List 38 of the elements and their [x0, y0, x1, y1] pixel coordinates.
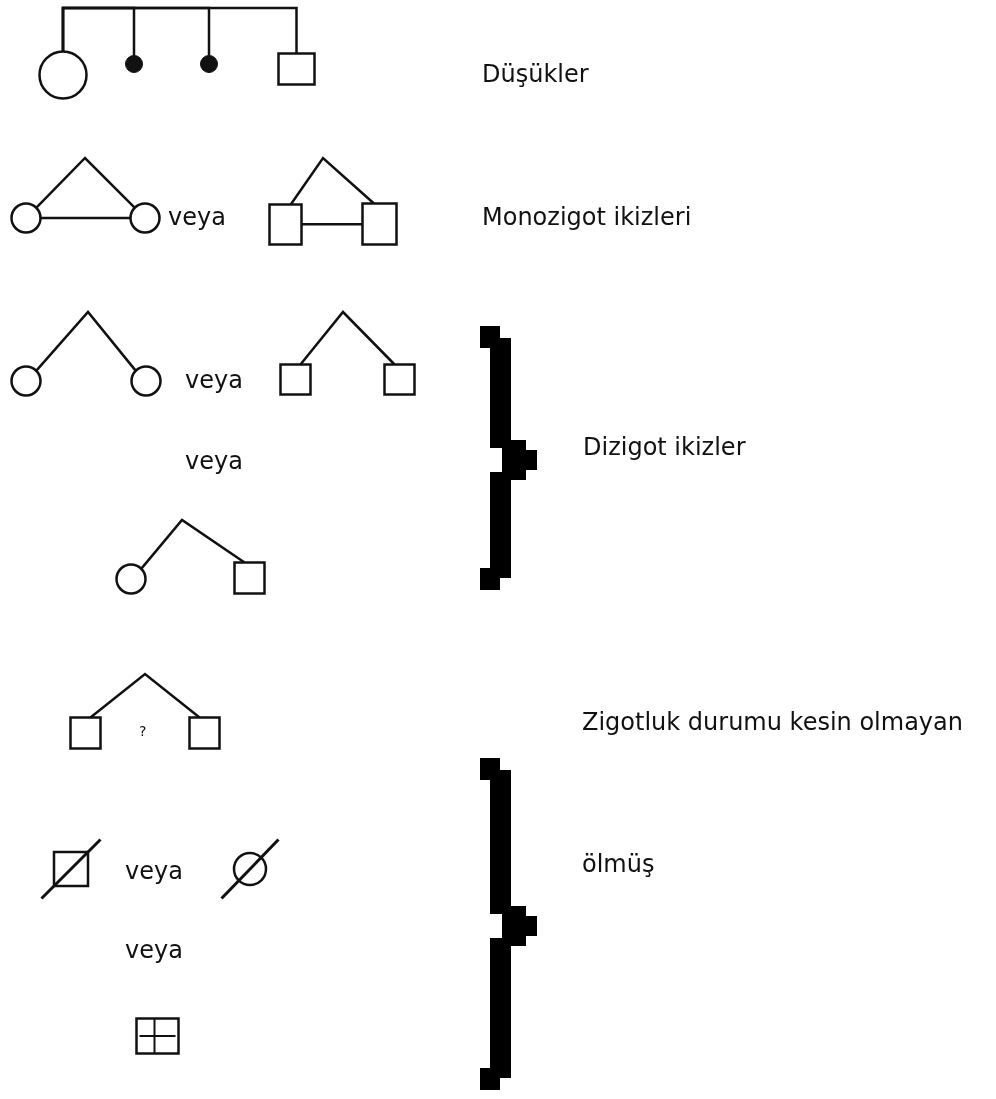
or-text: veya: [185, 449, 243, 473]
square-symbol: [268, 203, 303, 246]
curly-brace: [480, 326, 537, 590]
divided-square-symbol: [135, 1017, 180, 1055]
sibship-line: [140, 518, 246, 570]
question-mark: ?: [139, 724, 147, 738]
sibship-line: [35, 156, 136, 209]
square-symbol: [277, 52, 316, 86]
symbol-description: ölmüş: [582, 852, 655, 876]
square-symbol: [383, 363, 416, 396]
or-text: veya: [168, 205, 226, 229]
circle-symbol: [10, 202, 42, 234]
symbol-description: Düşükler: [482, 62, 589, 86]
or-text: veya: [125, 938, 183, 962]
square-symbol: [69, 716, 102, 750]
crossed-out-square-symbol: [40, 838, 102, 900]
square-symbol: [279, 363, 312, 396]
square-symbol: [188, 716, 221, 750]
square-symbol: [361, 202, 398, 246]
twin-bar-line: [301, 223, 363, 226]
circle-symbol: [10, 365, 42, 397]
square-symbol: [233, 561, 266, 595]
filled-dot-symbol: [199, 54, 219, 74]
or-text: veya: [125, 859, 183, 883]
symbol-description: Monozigot ikizleri: [482, 205, 692, 229]
circle-symbol: [38, 50, 88, 100]
or-text: veya: [185, 368, 243, 392]
symbol-description: Zigotluk durumu kesin olmayan: [582, 710, 963, 734]
sibship-line: [35, 310, 137, 372]
twin-bar-line: [40, 216, 131, 220]
filled-dot-symbol: [124, 54, 144, 74]
crossed-out-circle-symbol: [220, 838, 280, 900]
circle-symbol: [130, 365, 162, 397]
curly-brace: [480, 758, 537, 1090]
symbol-description: Dizigot ikizler: [583, 435, 746, 459]
circle-symbol: [129, 202, 161, 234]
circle-symbol: [115, 563, 147, 595]
sibship-line: [61, 6, 298, 54]
